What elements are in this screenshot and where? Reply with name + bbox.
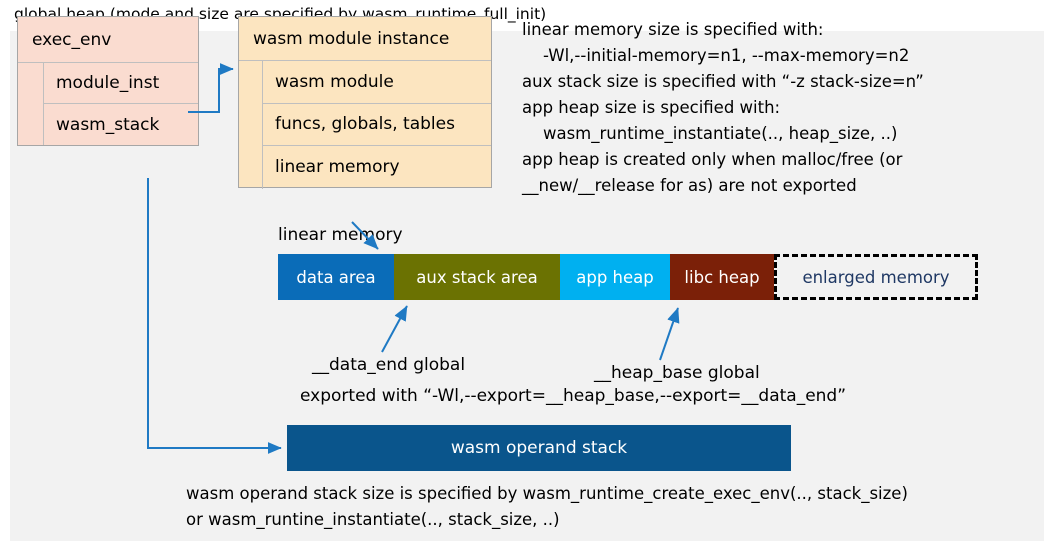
memory-segment-libc-heap: libc heap	[670, 254, 774, 300]
memory-segment-enlarged-memory: enlarged memory	[774, 254, 978, 300]
exec-env-gutter	[18, 63, 44, 145]
annotation-heap-base: __heap_base global	[594, 363, 760, 383]
module-instance-row-linear-memory: linear memory	[275, 157, 400, 178]
module-instance-row-funcs-globals-tables: funcs, globals, tables	[263, 104, 491, 147]
linear-memory-label: linear memory	[278, 225, 403, 245]
module-instance-header: wasm module instance	[239, 17, 491, 61]
annotation-data-end: __data_end global	[312, 355, 466, 375]
module-instance-gutter	[239, 61, 263, 189]
operand-stack-note: wasm operand stack size is specified by …	[186, 484, 908, 529]
exec-env-row-wasm-stack: wasm_stack	[56, 114, 160, 135]
memory-segment-data-area: data area	[278, 254, 394, 300]
exec-env-row-module-inst: module_inst	[44, 63, 198, 104]
memory-configuration-notes: linear memory size is specified with: -W…	[522, 20, 924, 195]
module-instance-body: wasm module funcs, globals, tables linea…	[239, 61, 491, 189]
wasm-module-instance-box: wasm module instance wasm module funcs, …	[238, 16, 492, 189]
memory-segment-app-heap: app heap	[560, 254, 670, 300]
exec-env-box: exec_env module_inst wasm_stack	[17, 16, 199, 146]
exec-env-body: module_inst wasm_stack	[18, 63, 198, 145]
memory-segment-aux-stack-area: aux stack area	[394, 254, 560, 300]
module-instance-rows: wasm module funcs, globals, tables linea…	[263, 61, 491, 189]
annotation-exported-with: exported with “-Wl,--export=__heap_base,…	[300, 386, 847, 406]
exec-env-rows: module_inst wasm_stack	[44, 63, 198, 145]
wasm-operand-stack-box: wasm operand stack	[287, 425, 791, 471]
module-instance-row-wasm-module: wasm module	[263, 61, 491, 104]
exec-env-header: exec_env	[18, 17, 198, 63]
